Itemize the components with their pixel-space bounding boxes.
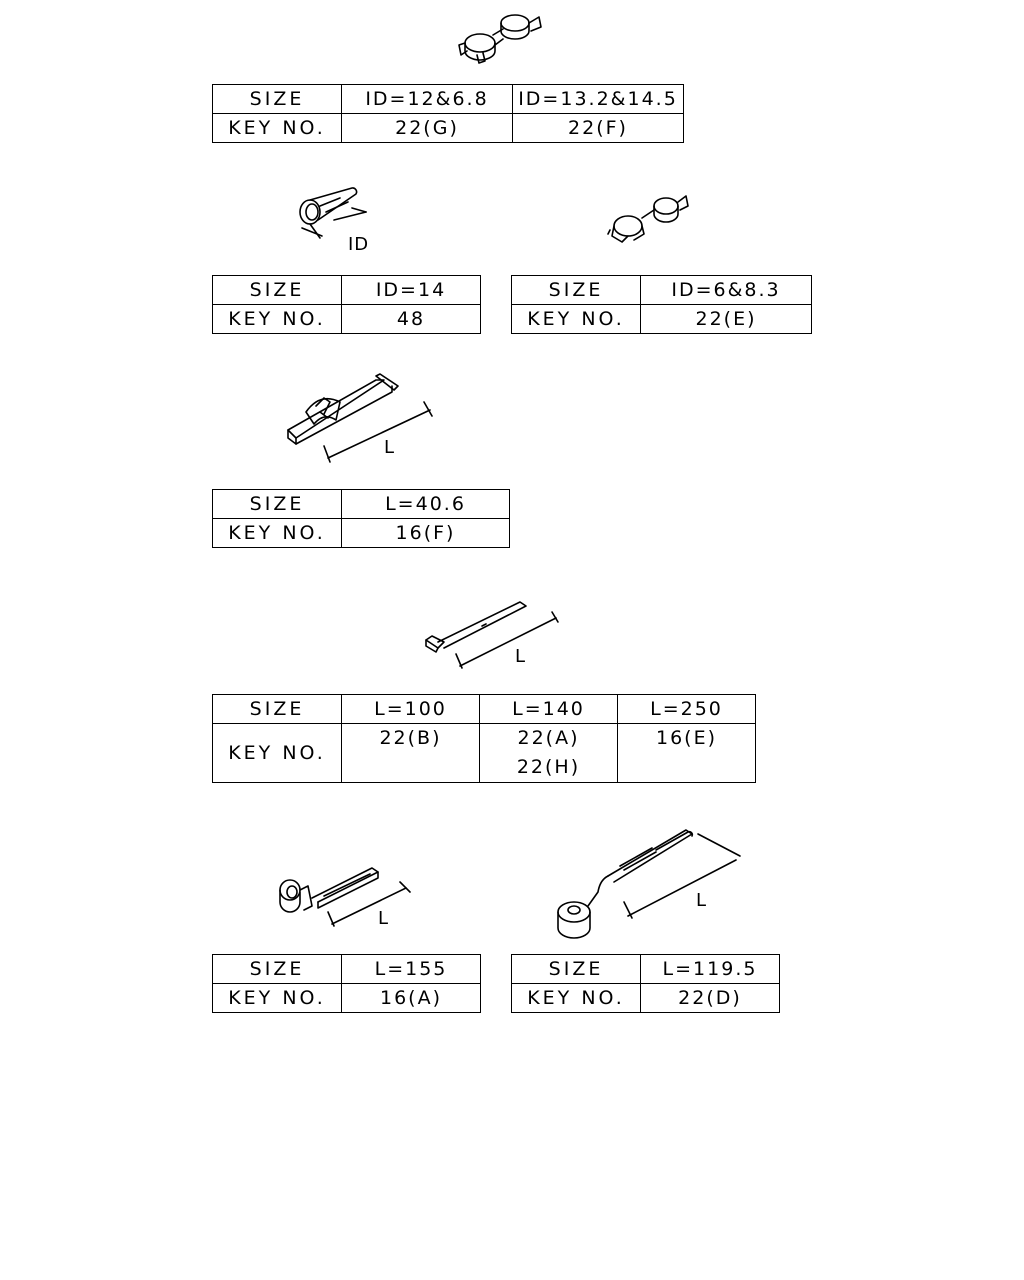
size-value: L=140 xyxy=(479,694,618,724)
size-header: SIZE xyxy=(212,84,342,114)
length-dimension-label: L xyxy=(378,908,389,929)
length-dimension-label: L xyxy=(515,646,526,667)
key-no-value: 22(G) xyxy=(341,113,513,143)
key-no-value: 22(F) xyxy=(512,113,684,143)
key-no-value: 22(A) 22(H) xyxy=(479,723,618,783)
size-header: SIZE xyxy=(212,275,342,305)
cable-tie-drawing: L xyxy=(422,596,562,670)
cable-tie-icon: L xyxy=(425,601,559,669)
key-no-header: KEY NO. xyxy=(212,723,342,783)
key-no-value: 22(B) xyxy=(341,723,480,783)
spec-table-pipe-clip: SIZE ID=6&8.3 KEY NO. 22(E) xyxy=(511,275,812,334)
grommet-clip-icon: ID xyxy=(299,187,369,255)
key-no-header: KEY NO. xyxy=(212,304,342,334)
size-value: L=250 xyxy=(617,694,756,724)
size-value: ID=6&8.3 xyxy=(640,275,812,305)
key-no-header: KEY NO. xyxy=(212,113,342,143)
key-no-entry: 22(B) xyxy=(379,727,442,749)
size-header: SIZE xyxy=(212,694,342,724)
spec-table-mounted-tie: SIZE L=119.5 KEY NO. 22(D) xyxy=(511,954,780,1013)
size-header: SIZE xyxy=(511,275,641,305)
spec-table-double-clip: SIZE ID=12&6.8 ID=13.2&14.5 KEY NO. 22(G… xyxy=(212,84,684,143)
spec-table-band-clip: SIZE L=40.6 KEY NO. 16(F) xyxy=(212,489,510,548)
size-value: ID=12&6.8 xyxy=(341,84,513,114)
size-value: ID=14 xyxy=(341,275,481,305)
band-clip-drawing: L xyxy=(280,372,445,472)
grommet-clip-drawing: ID xyxy=(290,182,390,258)
length-dimension-label: L xyxy=(384,437,395,458)
key-no-header: KEY NO. xyxy=(511,983,641,1013)
key-no-value: 22(E) xyxy=(640,304,812,334)
size-header: SIZE xyxy=(511,954,641,984)
double-hose-clip-drawing xyxy=(455,5,555,67)
key-no-value: 22(D) xyxy=(640,983,780,1013)
key-no-header: KEY NO. xyxy=(212,983,342,1013)
pipe-clip-drawing xyxy=(604,188,694,252)
clamp-band-icon: L xyxy=(279,867,411,929)
length-dimension-label: L xyxy=(696,890,707,911)
key-no-value: 16(E) xyxy=(617,723,756,783)
clamp-band-drawing: L xyxy=(272,862,417,934)
mounted-tie-icon: L xyxy=(557,829,741,939)
size-value: L=155 xyxy=(341,954,481,984)
spec-table-grommet: SIZE ID=14 KEY NO. 48 xyxy=(212,275,481,334)
size-value: L=40.6 xyxy=(341,489,510,519)
size-header: SIZE xyxy=(212,489,342,519)
key-no-entry: 22(H) xyxy=(516,756,581,778)
size-value: L=119.5 xyxy=(640,954,780,984)
key-no-entry: 22(A) xyxy=(517,727,580,749)
key-no-value: 48 xyxy=(341,304,481,334)
key-no-header: KEY NO. xyxy=(212,518,342,548)
double-hose-clip-icon xyxy=(458,14,542,64)
spec-table-cable-tie: SIZE L=100 L=140 L=250 KEY NO. 22(B) 22(… xyxy=(212,694,756,783)
mounted-tie-drawing: L xyxy=(552,822,747,944)
key-no-entry: 16(E) xyxy=(655,727,717,749)
size-value: ID=13.2&14.5 xyxy=(512,84,684,114)
id-dimension-label: ID xyxy=(348,234,369,255)
key-no-value: 16(A) xyxy=(341,983,481,1013)
size-value: L=100 xyxy=(341,694,480,724)
band-clip-icon: L xyxy=(287,373,433,463)
size-header: SIZE xyxy=(212,954,342,984)
key-no-value: 16(F) xyxy=(341,518,510,548)
spec-table-clamp-band: SIZE L=155 KEY NO. 16(A) xyxy=(212,954,481,1013)
pipe-clip-icon xyxy=(607,195,689,243)
key-no-header: KEY NO. xyxy=(511,304,641,334)
